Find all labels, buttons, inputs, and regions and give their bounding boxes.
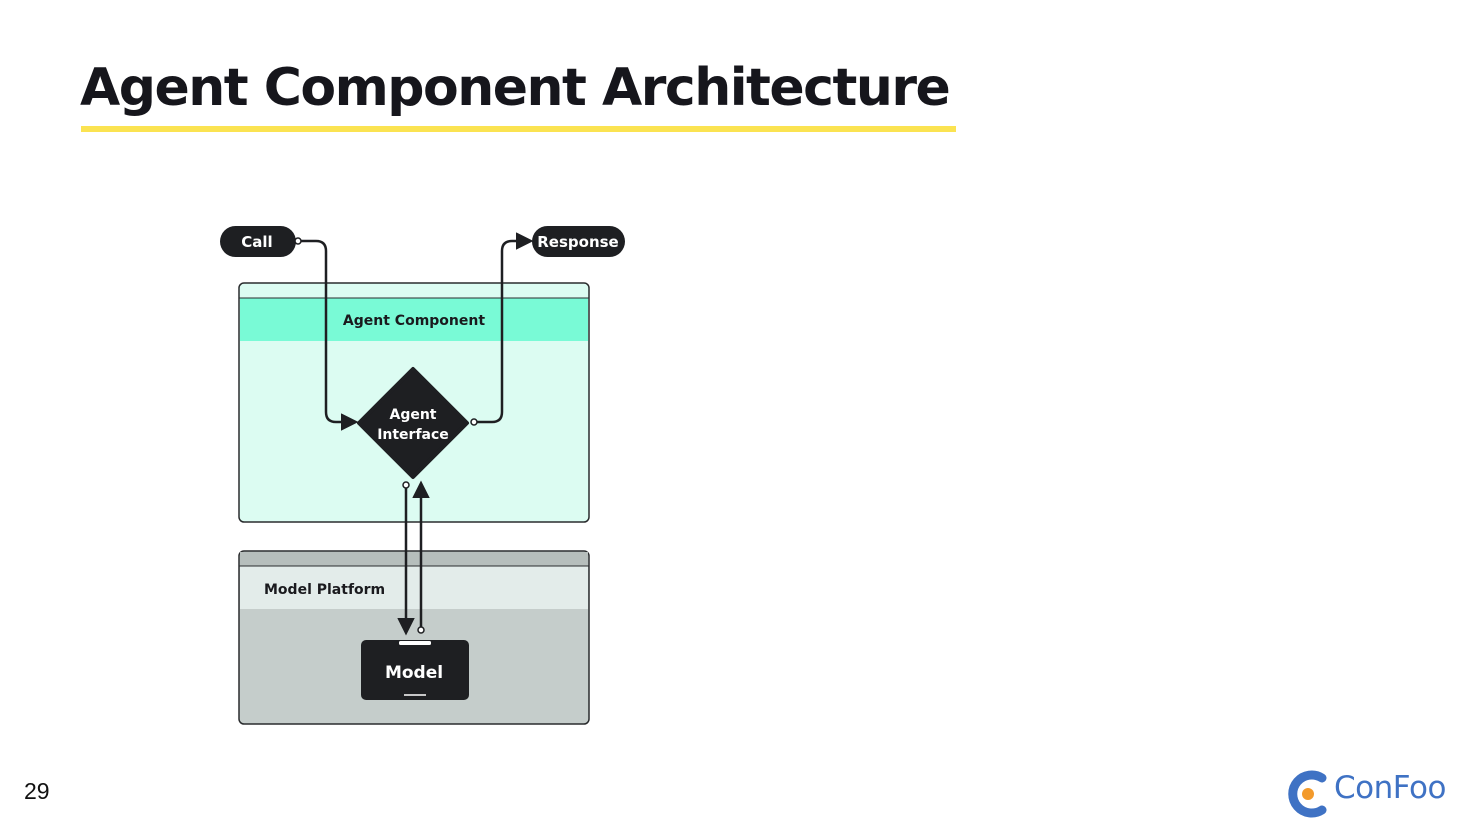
model-label: Model	[385, 663, 443, 683]
interface-to-response-arrow	[474, 232, 534, 424]
model-node: Model	[361, 640, 469, 700]
interface-output-port	[470, 418, 478, 426]
model-platform-box: Model Platform	[238, 550, 590, 725]
model-platform-label: Model Platform	[264, 582, 385, 598]
agent-interface-label-line1: Agent	[389, 407, 436, 423]
interface-down-port	[402, 481, 410, 489]
agent-component-label: Agent Component	[343, 313, 485, 329]
call-label: Call	[241, 233, 272, 251]
model-up-port	[417, 626, 425, 634]
agent-interface-label-line2: Interface	[377, 427, 449, 443]
title-underline	[81, 126, 956, 132]
confoo-c-icon	[1288, 770, 1327, 818]
response-node: Response	[532, 226, 625, 257]
call-node: Call	[220, 226, 296, 257]
agent-interface-node: Agent Interface	[357, 367, 469, 479]
logo-text: ConFoo	[1334, 770, 1446, 806]
slide-title: Agent Component Architecture	[80, 58, 951, 118]
call-to-interface-arrow	[298, 239, 359, 431]
page-number: 29	[24, 778, 50, 804]
confoo-logo: ConFoo	[1284, 764, 1454, 822]
response-label: Response	[537, 233, 618, 251]
call-port	[294, 237, 302, 245]
